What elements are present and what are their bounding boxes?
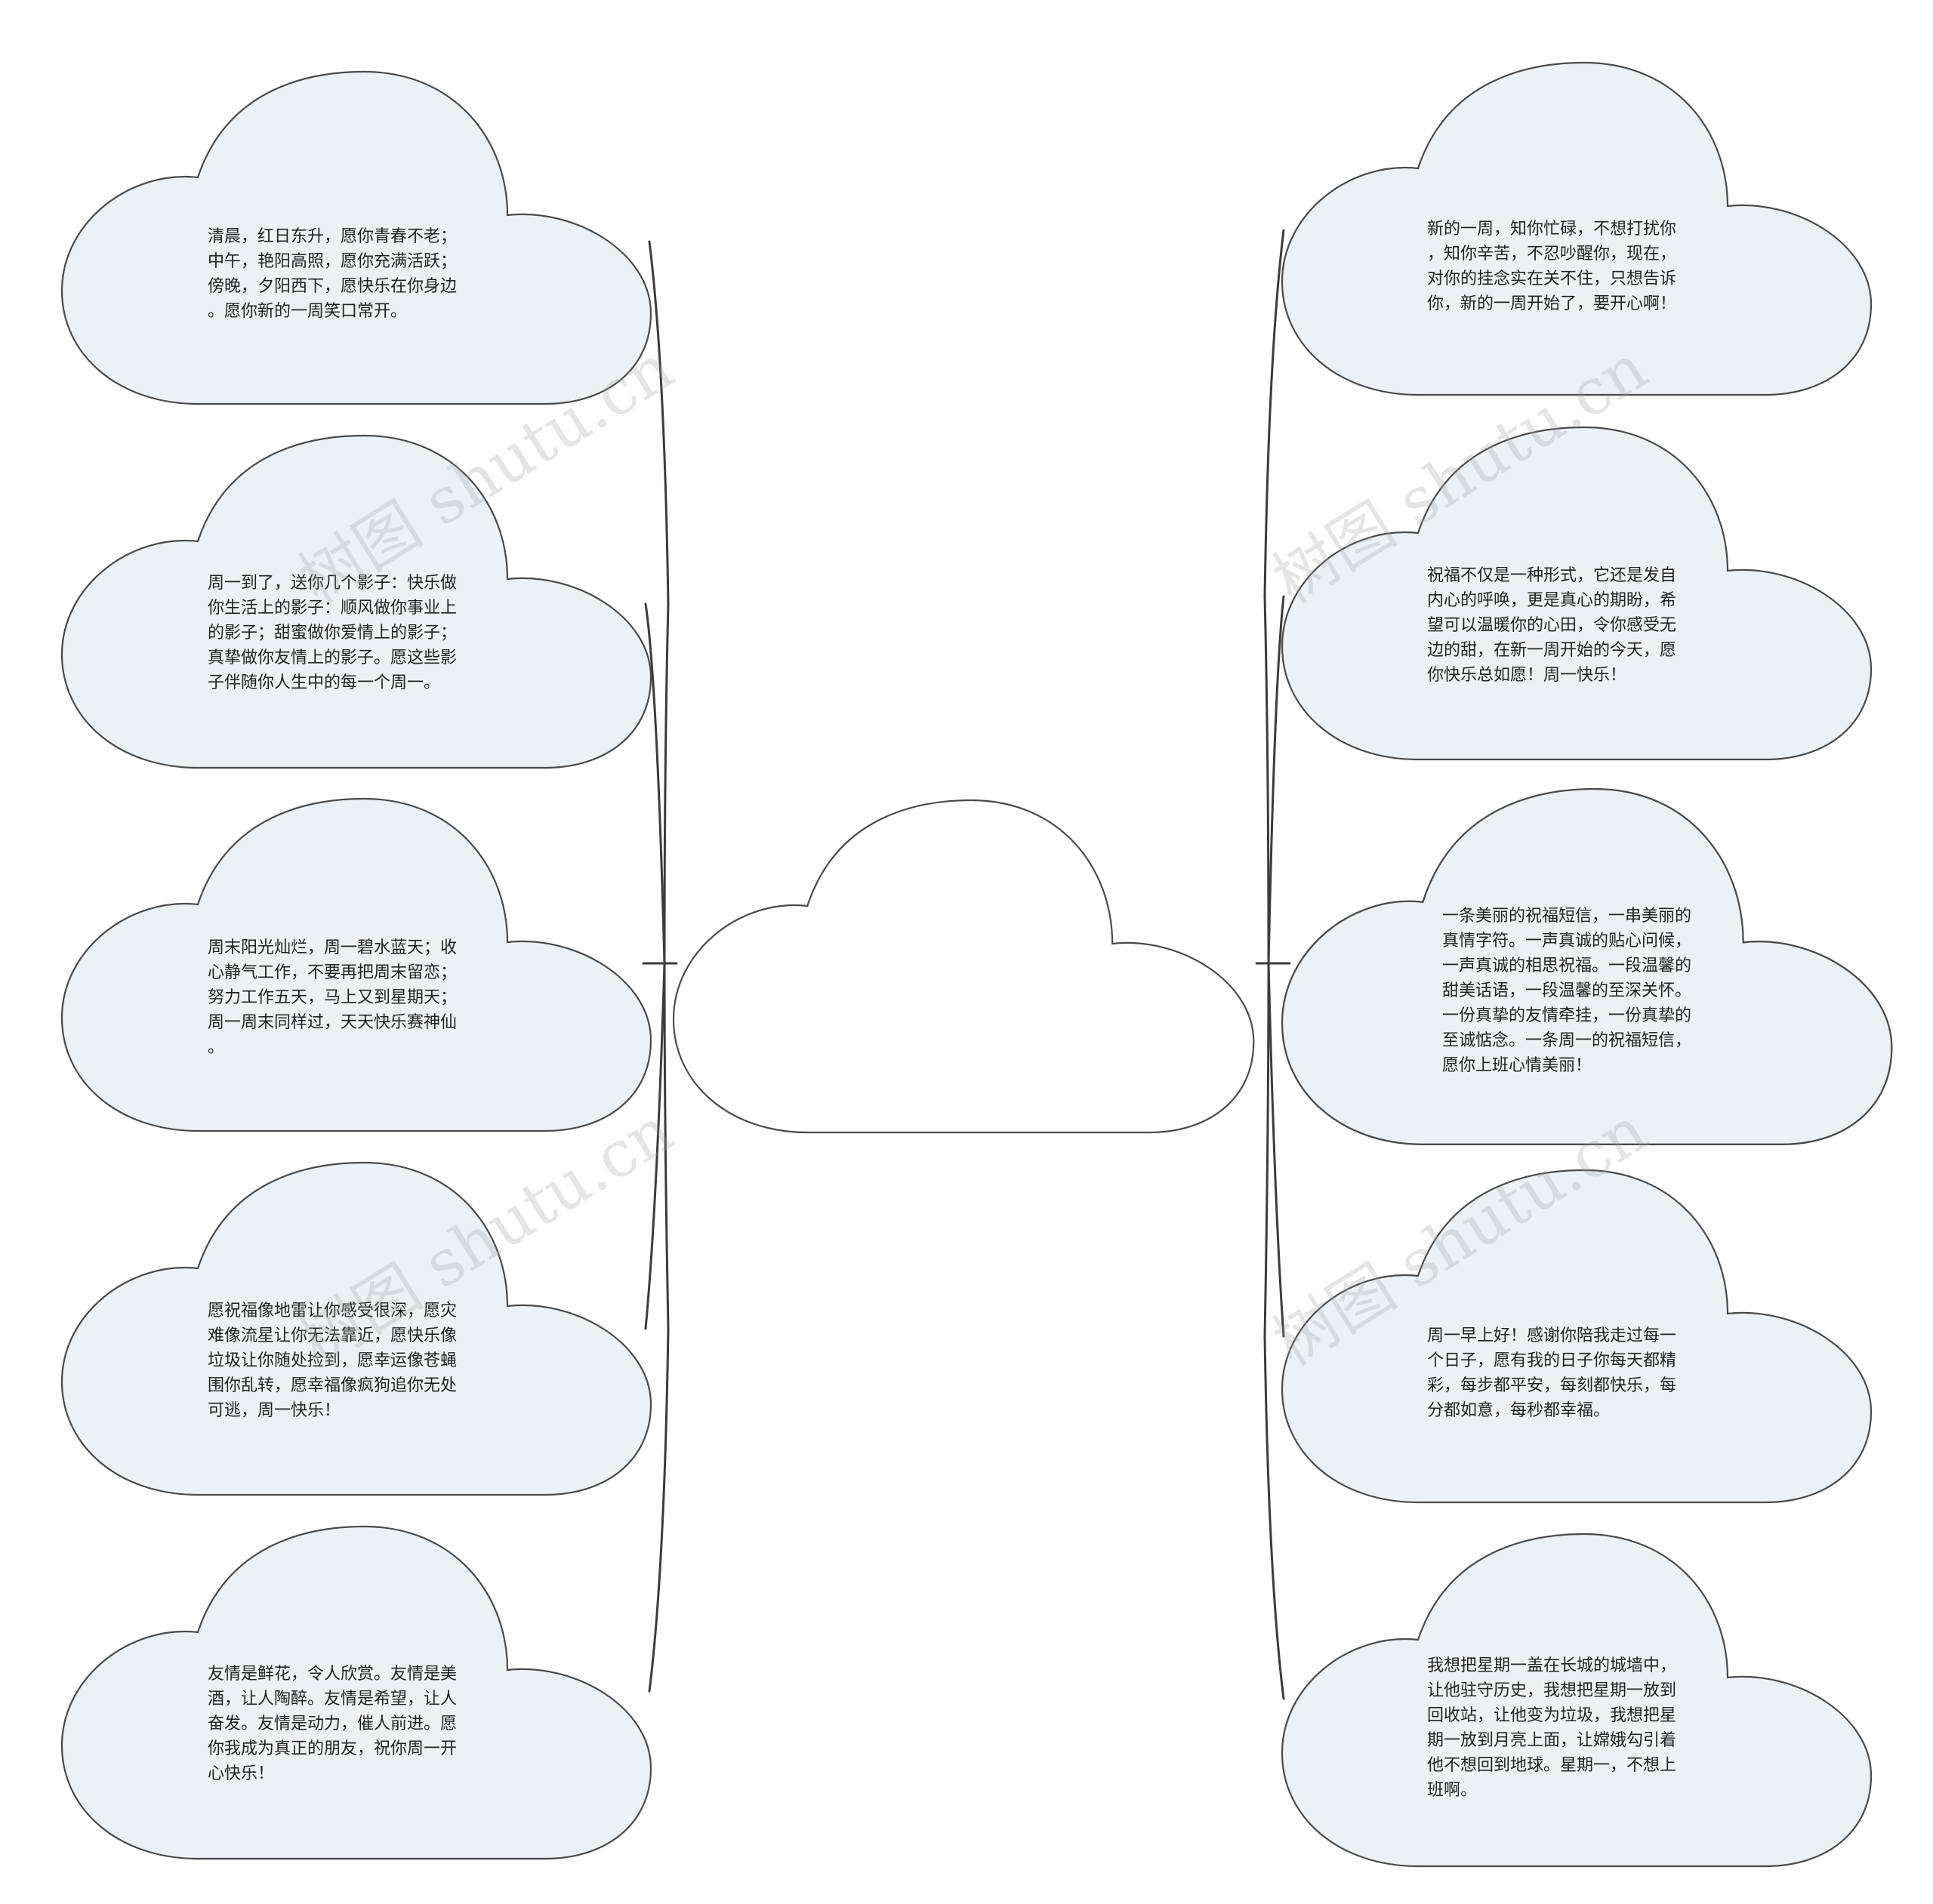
right-node-1-text: 新的一周，知你忙碌，不想打扰你 ，知你辛苦，不忍吵醒你，现在， 对你的挂念实在关… [1427, 220, 1677, 313]
right-node-3-text: 一条美丽的祝福短信，一串美丽的 真情字符。一声真诚的贴心问候， 一声真诚的相思祝… [1442, 907, 1692, 1075]
center-cloud[interactable] [672, 799, 1255, 1134]
left-node-5-text: 友情是鲜花，令人欣赏。友情是美 酒，让人陶醉。友情是希望，让人 奋发。友情是动力… [208, 1665, 458, 1783]
left-connectors [642, 240, 678, 1693]
right-node-4-text: 周一早上好！感谢你陪我走过每一 个日子，愿有我的日子你每天都精 彩，每步都平安，… [1427, 1326, 1677, 1420]
right-node-5-text: 我想把星期一盖在长城的城墙中， 让他驻守历史，我想把星期一放到 回收站，让他变为… [1427, 1656, 1677, 1800]
right-connectors [1255, 229, 1291, 1700]
connector-left-4 [644, 962, 666, 1330]
connector-right-5 [1263, 962, 1285, 1700]
left-node-4-text: 愿祝福像地雷让你感受很深，愿灾 难像流星让你无法靠近，愿快乐像 垃圾让你随处捡到… [208, 1302, 458, 1420]
left-node-2-text: 周一到了，送你几个影子：快乐做 你生活上的影子：顺风做你事业上 的影子；甜蜜做你… [208, 574, 458, 692]
connector-right-1 [1263, 229, 1285, 965]
connector-left-2 [644, 602, 666, 965]
right-node-2-text: 祝福不仅是一种形式，它还是发自 内心的呼唤，更是真心的期盼，希 望可以温暖你的心… [1427, 566, 1677, 685]
connector-right-2 [1267, 595, 1285, 965]
left-node-3-text: 周末阳光灿烂，周一碧水蓝天；收 心静气工作，不要再把周末留恋； 努力工作五天，马… [208, 938, 458, 1057]
connector-left-5 [648, 962, 670, 1693]
left-node-1-text: 清晨，红日东升，愿你青春不老； 中午，艳阳高照，愿你充满活跃； 傍晚，夕阳西下，… [208, 227, 458, 321]
connector-right-4 [1267, 962, 1285, 1338]
connector-left-1 [648, 240, 670, 965]
